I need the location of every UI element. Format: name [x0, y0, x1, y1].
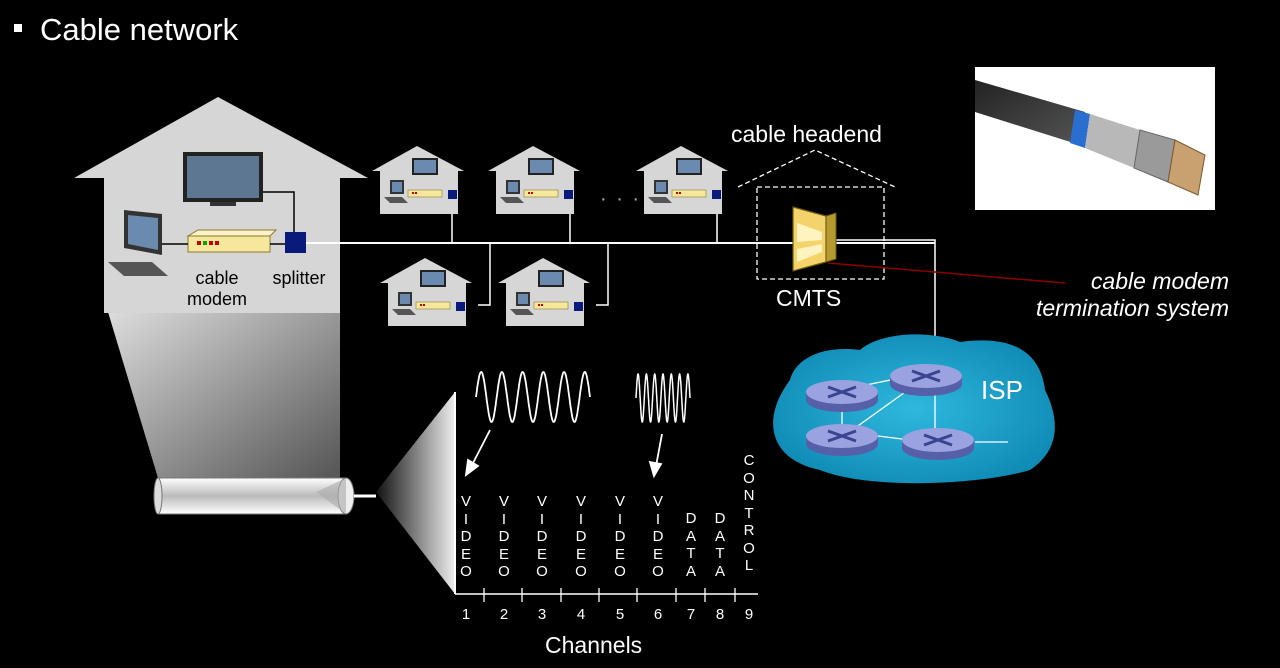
small-house: [488, 146, 580, 214]
slide-title: Cable network: [14, 12, 238, 48]
small-house: [380, 258, 472, 326]
title-text: Cable network: [40, 12, 239, 47]
isp-cloud: [773, 334, 1055, 484]
coax-connector-photo: [975, 67, 1215, 210]
splitter-icon: [285, 232, 306, 253]
splitter-label: splitter: [272, 268, 326, 288]
ellipsis: · · ·: [600, 188, 642, 210]
router-icon: [806, 380, 878, 412]
waveform-low: [475, 371, 591, 423]
cmts-description: cable modem termination system: [1035, 268, 1229, 321]
router-icon: [902, 428, 974, 460]
channel-number: 4: [576, 606, 586, 623]
computer-icon: [108, 210, 168, 276]
waveform-high: [635, 372, 691, 424]
cmts-label: CMTS: [776, 285, 842, 311]
small-house: [498, 258, 590, 326]
coax-cable-tube: [153, 477, 376, 515]
isp-label: ISP: [981, 375, 1023, 405]
channel-number: 6: [653, 606, 663, 623]
small-house: [372, 146, 464, 214]
channels-axis-label: Channels: [545, 632, 643, 658]
channel-number: 1: [461, 606, 471, 623]
cable-headend-label: cable headend: [731, 121, 882, 147]
channel-number: 7: [686, 606, 696, 623]
cmts-pointer: [827, 262, 1066, 284]
bullet-icon: [14, 23, 22, 32]
big-house: [74, 97, 368, 313]
cable-modem-icon: [186, 229, 278, 253]
channel-number: 3: [537, 606, 547, 623]
channel-number: 2: [499, 606, 509, 623]
channel-number: 5: [615, 606, 625, 623]
arrow-icon: [464, 429, 491, 478]
zoom-beam: [108, 312, 340, 478]
arrow-icon: [648, 433, 663, 479]
small-house: [636, 146, 728, 214]
cable-modem-label: cable modem: [186, 268, 248, 309]
channel-number: 9: [744, 606, 754, 623]
router-icon: [890, 364, 962, 396]
headend-outline: [737, 149, 896, 280]
cmts-icon: [792, 206, 837, 272]
channel-number: 8: [715, 606, 725, 623]
router-icon: [806, 424, 878, 456]
frequency-fan: [376, 392, 455, 594]
